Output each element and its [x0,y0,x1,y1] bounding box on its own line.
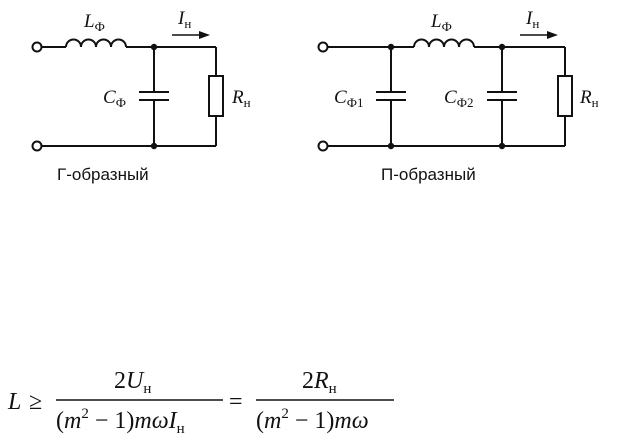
l-filter-diagram: LФ Iн CФ Rн Г-образный [31,8,251,184]
formula-lhs: L [7,389,21,415]
fraction1-numerator: 2Uн [114,368,151,397]
fraction2-numerator: 2Rн [302,368,337,397]
current-label: Iн [525,8,539,31]
pi-filter-diagram: LФ Iн CФ1 CФ2 Rн П-образный [317,8,599,184]
inductor-coil [65,38,127,48]
input-terminal-top [317,41,329,53]
current-arrow-head [199,31,210,39]
capacitor2-label: CФ2 [444,87,473,110]
resistor-label: Rн [579,87,599,110]
input-terminal-bottom [31,140,43,152]
fraction2-denominator: (m2 − 1)mω [256,406,369,434]
formula-relation: ≥ [29,389,42,415]
inductor-label: LФ [83,11,105,34]
diagram-caption: П-образный [381,165,476,184]
capacitor1-label: CФ1 [334,87,363,110]
inductor-label: LФ [430,11,452,34]
input-terminal-bottom [317,140,329,152]
load-resistor [208,75,224,117]
formula-equals: = [229,389,243,415]
diagram-caption: Г-образный [57,165,149,184]
capacitor-label: CФ [103,87,126,110]
inductor-coil [413,38,475,48]
current-label: Iн [177,8,191,31]
load-resistor [557,75,573,117]
current-arrow-head [547,31,558,39]
resistor-label: Rн [231,87,251,110]
inductance-formula: L ≥ 2Uн (m2 − 1)mωIн = 2Rн (m2 − 1)mω [7,368,394,437]
input-terminal-top [31,41,43,53]
fraction1-denominator: (m2 − 1)mωIн [56,406,185,437]
